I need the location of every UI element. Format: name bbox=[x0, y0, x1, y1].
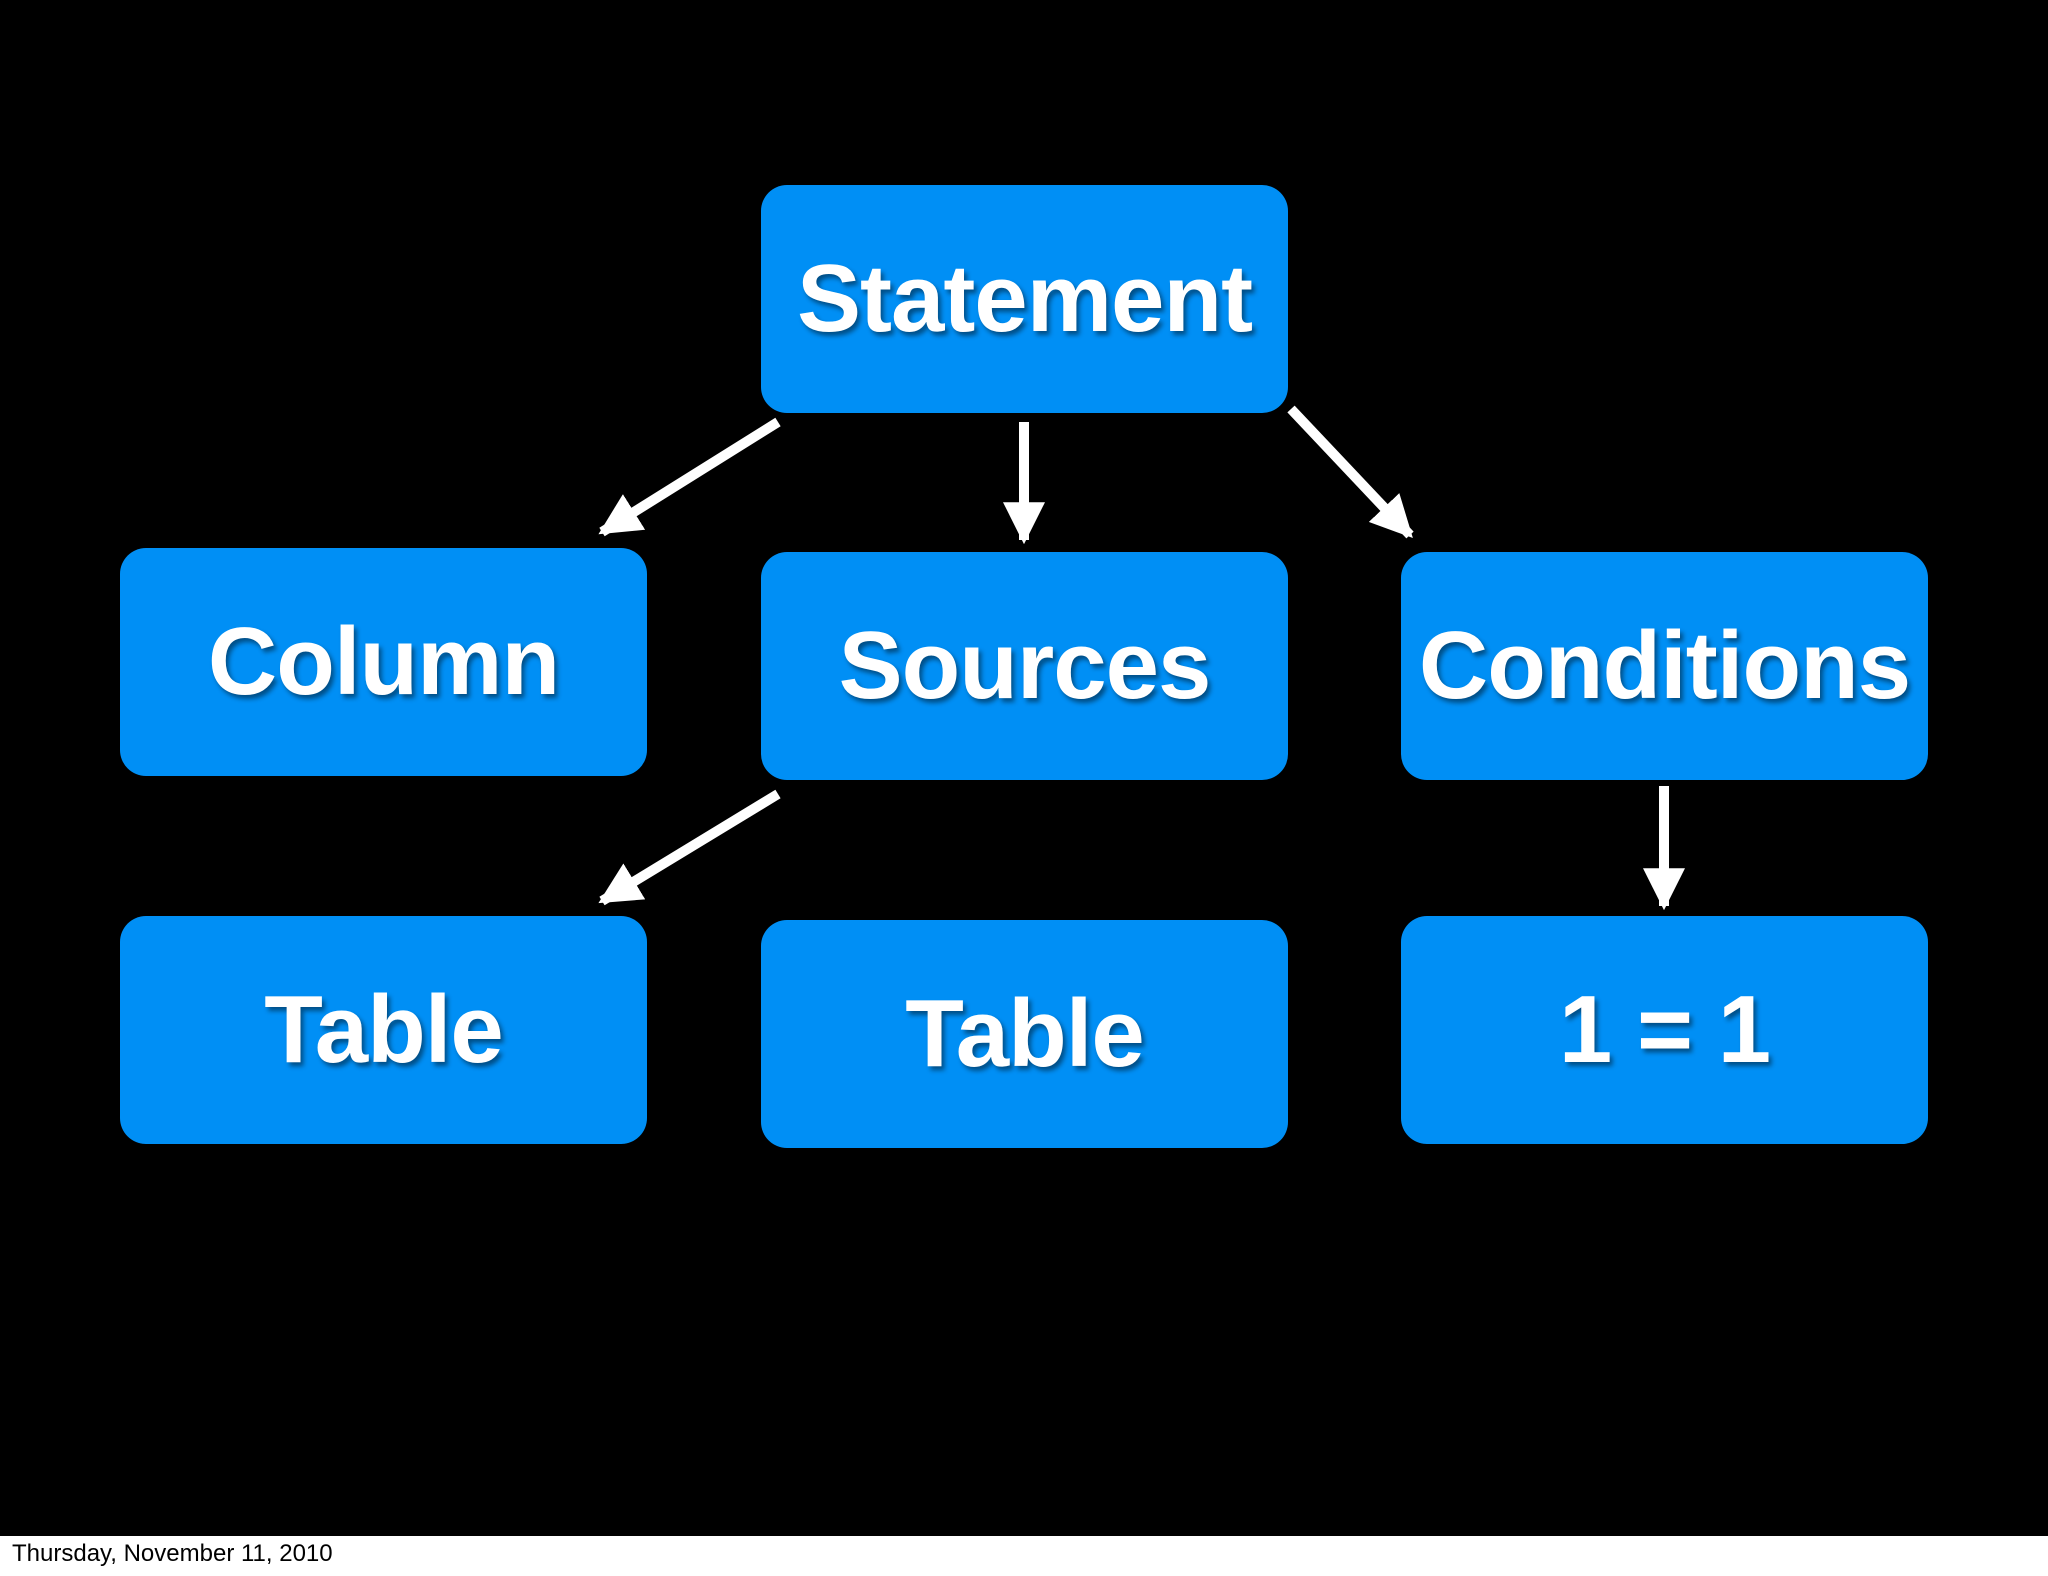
node-sources: Sources bbox=[761, 552, 1288, 780]
node-column: Column bbox=[120, 548, 647, 776]
slide: Statement Column Sources Conditions Tabl… bbox=[0, 0, 2048, 1536]
node-label: 1 = 1 bbox=[1558, 976, 1771, 1083]
node-label: Conditions bbox=[1418, 612, 1911, 719]
node-table-left: Table bbox=[120, 916, 647, 1144]
node-label: Column bbox=[207, 608, 560, 715]
node-statement: Statement bbox=[761, 185, 1288, 413]
node-conditions: Conditions bbox=[1401, 552, 1928, 780]
arrow-sources-to-table bbox=[598, 789, 781, 906]
node-label: Table bbox=[905, 980, 1145, 1087]
arrow-statement-to-conditions bbox=[1287, 405, 1414, 539]
node-label: Table bbox=[264, 976, 504, 1083]
arrow-statement-to-column bbox=[598, 417, 781, 537]
node-label: Statement bbox=[796, 245, 1253, 352]
node-condition-expression: 1 = 1 bbox=[1401, 916, 1928, 1144]
node-label: Sources bbox=[838, 612, 1212, 719]
footer-date: Thursday, November 11, 2010 bbox=[12, 1540, 333, 1567]
node-table-center: Table bbox=[761, 920, 1288, 1148]
